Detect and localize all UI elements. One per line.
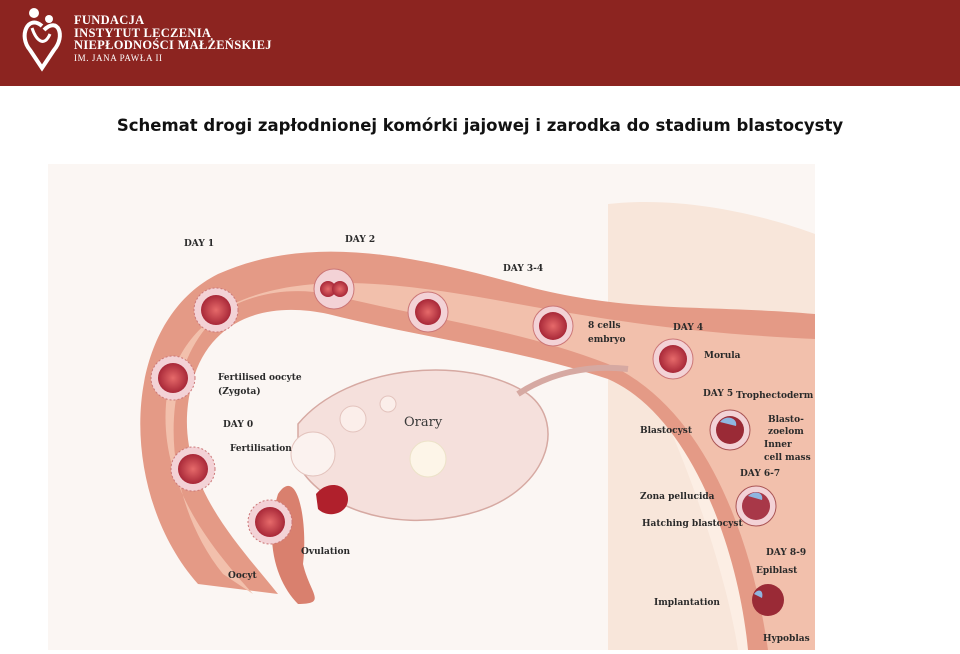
tube-lumen [165, 283, 815, 650]
label-day0: DAY 0 [223, 420, 253, 430]
fertilisation-cell [170, 446, 216, 492]
mother-child-heart-logo-icon [22, 8, 62, 72]
label-embryo: embryo [588, 335, 626, 345]
org-line-1: FUNDACJA [74, 13, 145, 27]
label-oocyte: Oocyt [228, 571, 258, 581]
ovary-follicle-small [379, 395, 397, 413]
ruptured-follicle [316, 484, 348, 515]
foundation-name: FUNDACJA INSTYTUT LECZENIA NIEPŁODNOŚCI … [74, 14, 272, 64]
label-hatching-blastocyst: Hatching blastocyst [642, 519, 743, 529]
label-morula: Morula [704, 351, 741, 361]
ovarian-ligament [516, 364, 629, 397]
label-day8-9: DAY 8-9 [766, 548, 806, 558]
page-title: Schemat drogi zapłodnionej komórki jajow… [116, 116, 844, 135]
label-day6-7: DAY 6-7 [740, 469, 780, 479]
ovary-follicle [339, 405, 367, 433]
morula-cell [652, 338, 694, 380]
fertilization-diagram: DAY 1 DAY 2 DAY 3-4 8 cells embryo DAY 4… [48, 164, 815, 650]
label-day3-4: DAY 3-4 [503, 264, 543, 274]
label-fertilised-oocyte: Fertilised oocyte [218, 373, 302, 383]
org-subtitle: IM. JANA PAWŁA II [74, 52, 163, 63]
implanting-embryo [752, 584, 784, 616]
header-bar: FUNDACJA INSTYTUT LECZENIA NIEPŁODNOŚCI … [0, 0, 960, 86]
label-ovary: Orary [404, 415, 443, 430]
ovary-follicle-large [290, 431, 336, 477]
label-trophectoderm: Trophectoderm [736, 391, 814, 401]
label-day5: DAY 5 [703, 389, 733, 399]
label-epiblast: Epiblast [756, 566, 798, 576]
label-zygota: (Zygota) [218, 386, 261, 397]
label-day1: DAY 1 [184, 239, 214, 249]
label-fertilisation: Fertilisation [230, 444, 292, 454]
day3-cell [407, 291, 449, 333]
label-zona-pellucida: Zona pellucida [640, 492, 715, 502]
label-blastocyst: Blastocyst [640, 426, 693, 436]
org-line-2: INSTYTUT LECZENIA [74, 25, 212, 40]
label-day4: DAY 4 [673, 323, 703, 333]
label-blastocoel-2: zoelom [768, 427, 804, 437]
day1-cell [193, 287, 239, 333]
label-cell-mass: cell mass [764, 453, 811, 463]
corpus-luteum [409, 440, 447, 478]
label-blastocoel-1: Blasto- [768, 415, 804, 425]
label-8-cells: 8 cells [588, 321, 621, 331]
oocyte-cell [247, 499, 293, 545]
eight-cell-embryo [532, 305, 574, 347]
blastocyst-cell [709, 409, 751, 451]
org-line-3: NIEPŁODNOŚCI MAŁŻEŃSKIEJ [74, 38, 272, 52]
label-implantation: Implantation [654, 598, 720, 608]
label-ovulation: Ovulation [301, 547, 350, 557]
label-day2: DAY 2 [345, 235, 375, 245]
hatching-blastocyst-cell [735, 485, 777, 527]
label-inner: Inner [764, 440, 792, 450]
zygote-cell [150, 355, 196, 401]
label-hypoblast: Hypoblas [763, 634, 810, 644]
day2-cell [313, 268, 355, 310]
